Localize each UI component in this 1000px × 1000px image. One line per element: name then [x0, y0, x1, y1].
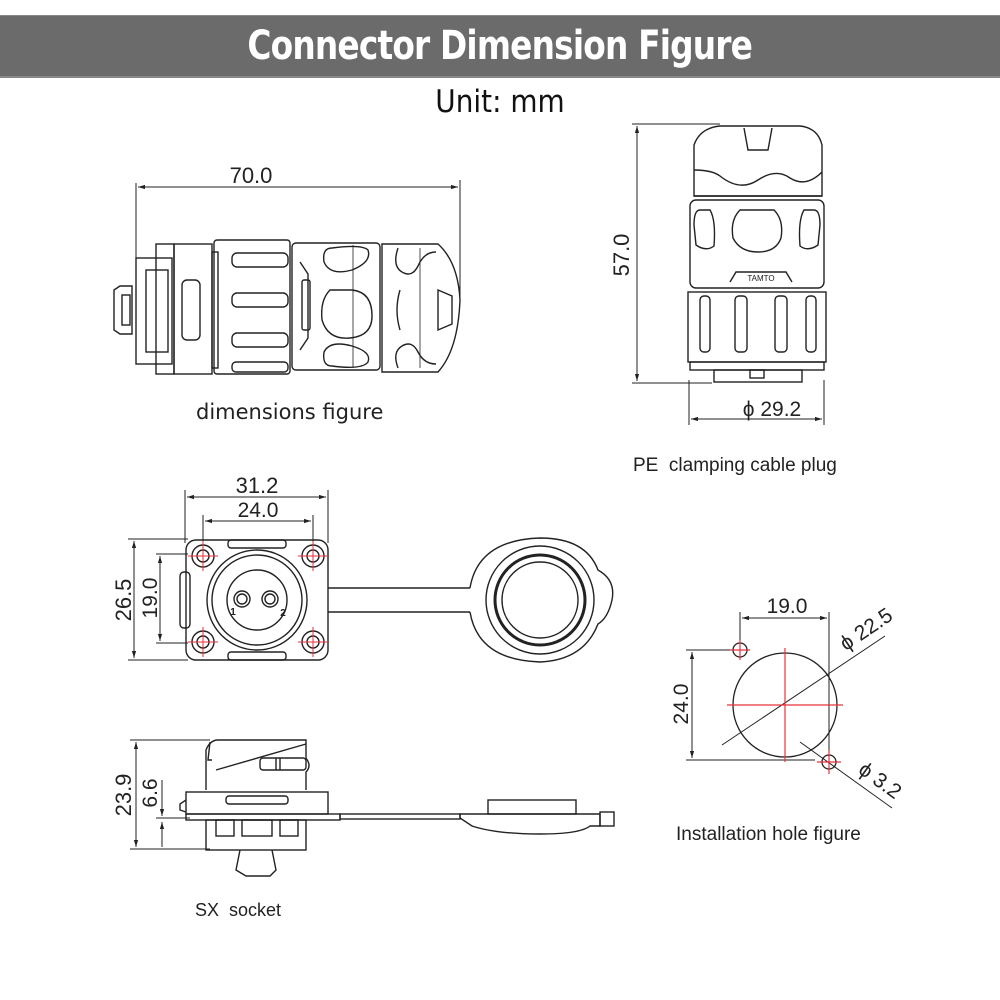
caption-sx-socket: SX socket [195, 900, 282, 920]
dim-mount-hole-diameter-label: ϕ 3.2 [854, 758, 905, 804]
pin-label-2: 2 [280, 608, 286, 619]
coupling-nut [213, 239, 291, 375]
pe-plug-figure: TAMTO [632, 123, 827, 425]
title-banner: Connector Dimension Figure [0, 15, 1000, 78]
dust-cap [469, 537, 614, 663]
page-title: Connector Dimension Figure [247, 23, 754, 69]
pin-label-1: 1 [230, 607, 236, 618]
sx-socket-figure [130, 739, 615, 877]
cable-clamp-nut [693, 125, 823, 197]
plug-body [689, 199, 825, 289]
plug-body [291, 242, 381, 371]
dim-main-diameter-label: ϕ 22.5 [836, 604, 897, 656]
cap-tether [339, 813, 461, 820]
caption-dimensions-figure: dimensions figure [196, 400, 384, 424]
dim-hole-y-label: 24.0 [670, 684, 693, 725]
dim-outer-height-label: 26.5 [111, 579, 136, 622]
socket-front-figure [128, 490, 614, 663]
dim-hole-x-label: 24.0 [238, 499, 279, 522]
latch-tab [113, 285, 133, 335]
dim-diameter-label: ϕ 29.2 [743, 398, 801, 421]
unit-label: Unit: mm [435, 84, 565, 120]
centerlines [188, 541, 328, 657]
caption-installation-hole: Installation hole figure [676, 824, 861, 845]
cable-clamp-nut [381, 243, 461, 373]
dim-outer-width-label: 31.2 [236, 473, 279, 498]
dim-hole-x-label: 19.0 [767, 595, 808, 618]
dimensions-figure [113, 180, 461, 375]
rear-latch [235, 849, 277, 877]
dim-length-label: 70.0 [230, 163, 273, 188]
dim-total-height-label: 23.9 [111, 774, 136, 817]
dim-hole-y-label: 19.0 [139, 578, 162, 619]
dust-cap [459, 813, 601, 835]
leader-diameter [721, 635, 886, 746]
centerlines [727, 640, 843, 774]
caption-pe-plug: PE clamping cable plug [633, 455, 837, 476]
pin-insert [226, 569, 288, 631]
installation-hole-figure [686, 612, 893, 809]
brand-logo: TAMTO [747, 274, 774, 283]
leader-mount-hole [799, 741, 893, 809]
dim-below-panel-label: 6.6 [139, 778, 162, 807]
dim-height-label: 57.0 [609, 234, 634, 277]
